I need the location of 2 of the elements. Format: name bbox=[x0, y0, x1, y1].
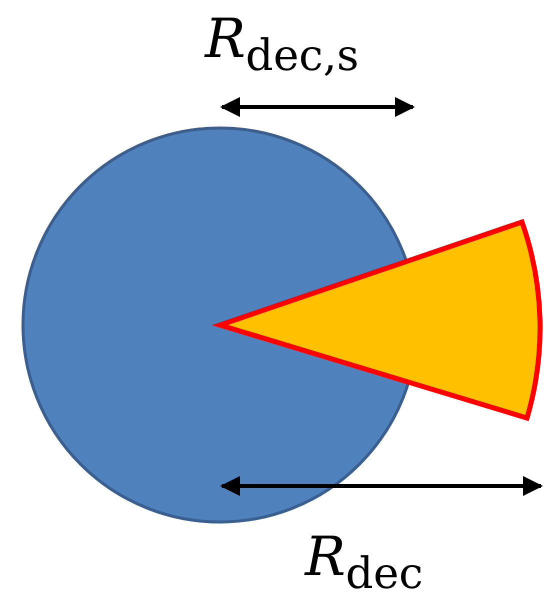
dimension-label: R$_{dec}$ bbox=[305, 530, 424, 596]
dimension-label: R$_{dec,s}$ bbox=[205, 12, 359, 78]
